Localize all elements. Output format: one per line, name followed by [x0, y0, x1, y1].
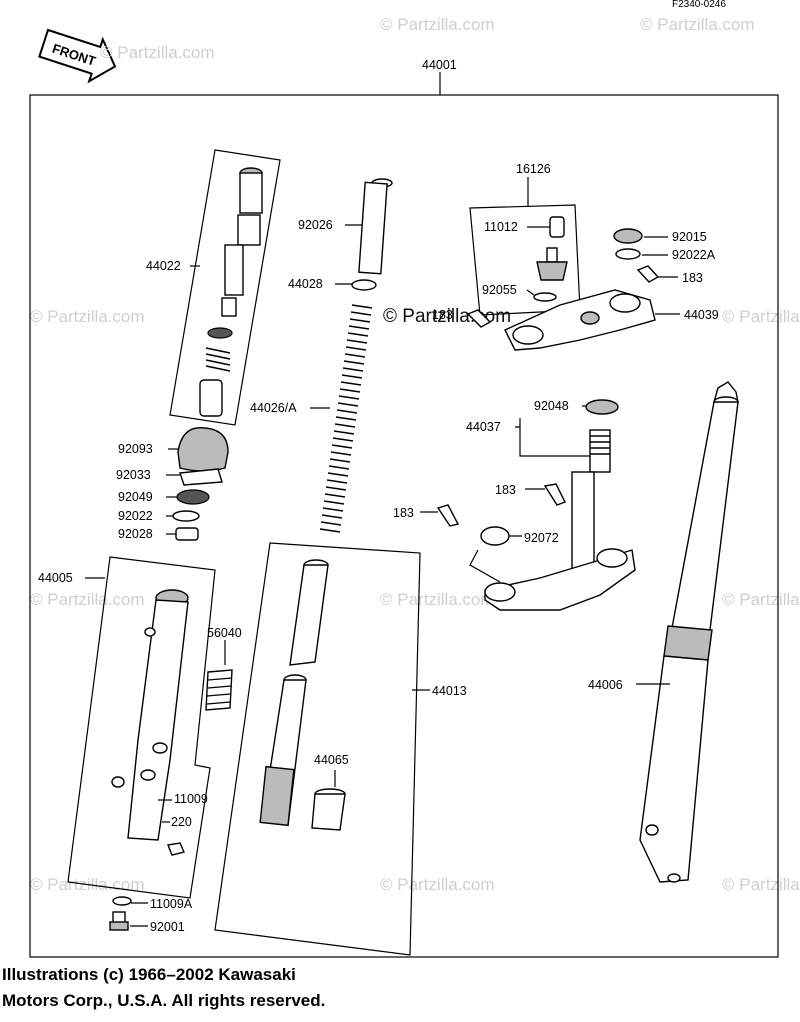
watermark: © Partzilla.com — [380, 875, 495, 894]
part-92022-washer — [172, 510, 200, 522]
part-183-bolt-mid — [466, 309, 492, 328]
label-11012: 11012 — [484, 220, 518, 234]
part-92072-clamp — [480, 526, 510, 546]
box-44013 — [214, 542, 421, 956]
part-11012-air-valve-cap — [549, 216, 565, 238]
label-92028: 92028 — [118, 527, 153, 541]
watermark: © Partzilla.com — [30, 307, 145, 326]
part-92001-bolt — [109, 911, 129, 931]
label-92048: 92048 — [534, 399, 569, 413]
watermark: © Partzilla.com — [722, 590, 800, 609]
part-220-bolt — [167, 842, 185, 856]
label-92072: 92072 — [524, 531, 559, 545]
part-44028-seat — [351, 279, 377, 291]
part-92026-spacer — [358, 178, 393, 275]
label-220: 220 — [171, 815, 192, 829]
part-44065-slide-bushing — [311, 788, 346, 831]
part-92028-bushing — [175, 527, 199, 541]
label-92049: 92049 — [118, 490, 153, 504]
box-44022 — [169, 149, 281, 426]
label-11009a: 11009A — [150, 897, 193, 911]
diagram-code: F2340-0246 — [672, 0, 726, 10]
part-92015-nut — [613, 228, 643, 244]
label-183-right: 183 — [495, 483, 516, 497]
label-44065: 44065 — [314, 753, 349, 767]
watermark: © Partzilla.com — [722, 875, 800, 894]
assembly-frame-44001 — [29, 94, 779, 958]
part-92022a-washer — [615, 248, 641, 260]
part-92055-o-ring — [533, 292, 557, 302]
watermark: © Partzilla.com — [722, 307, 800, 326]
watermark: © Partzilla.com — [30, 590, 145, 609]
part-11009a-gasket — [112, 896, 132, 906]
part-44013-inner-tube — [259, 559, 329, 827]
label-92015: 92015 — [672, 230, 707, 244]
part-16126-valve — [536, 247, 568, 281]
label-92093: 92093 — [118, 442, 153, 456]
label-92033: 92033 — [116, 468, 151, 482]
part-183-bolt-right — [543, 483, 566, 506]
label-92055: 92055 — [482, 283, 517, 297]
part-183-bolt-top — [636, 265, 660, 283]
label-44001: 44001 — [422, 58, 457, 72]
part-44037-steering-stem — [484, 429, 636, 611]
part-92093-dust-seal — [177, 427, 229, 472]
part-44006-fork-assembly — [639, 381, 739, 883]
label-183-top: 183 — [682, 271, 703, 285]
part-44005-outer-tube — [111, 589, 189, 841]
label-11009: 11009 — [174, 792, 208, 806]
label-92001: 92001 — [150, 920, 185, 934]
label-44028: 44028 — [288, 277, 323, 291]
watermark: © Partzilla.com — [380, 15, 495, 34]
label-44039: 44039 — [684, 308, 719, 322]
label-44026a: 44026/A — [250, 401, 297, 415]
front-arrow: FRONT — [38, 28, 117, 84]
label-183-mid: 183 — [432, 308, 453, 322]
label-92026: 92026 — [298, 218, 333, 232]
watermarks: © Partzilla.com © Partzilla.com © Partzi… — [30, 15, 800, 894]
label-44013: 44013 — [432, 684, 467, 698]
part-92033-clip — [179, 468, 223, 486]
part-44039-upper-bracket — [504, 289, 656, 351]
label-92022a: 92022A — [672, 248, 716, 262]
label-92022: 92022 — [118, 509, 153, 523]
watermark: © Partzilla.com — [100, 43, 215, 62]
watermark: © Partzilla.com — [640, 15, 755, 34]
box-44005 — [67, 556, 216, 899]
label-56040: 56040 — [207, 626, 242, 640]
part-44022-damper-rod — [199, 167, 263, 417]
label-16126: 16126 — [516, 162, 551, 176]
copyright-line-1: Illustrations (c) 1966–2002 Kawasaki — [2, 965, 296, 984]
part-44026a-fork-spring — [319, 304, 373, 533]
label-44022: 44022 — [146, 259, 181, 273]
part-92048-seal — [585, 399, 619, 415]
label-44005: 44005 — [38, 571, 73, 585]
copyright-line-2: Motors Corp., U.S.A. All rights reserved… — [2, 991, 326, 1010]
watermark: © Partzilla.com — [380, 590, 495, 609]
label-44037: 44037 — [466, 420, 501, 434]
label-44006: 44006 — [588, 678, 623, 692]
label-183-left: 183 — [393, 506, 414, 520]
part-183-bolt-left — [436, 504, 460, 527]
part-92049-oil-seal — [176, 489, 210, 505]
